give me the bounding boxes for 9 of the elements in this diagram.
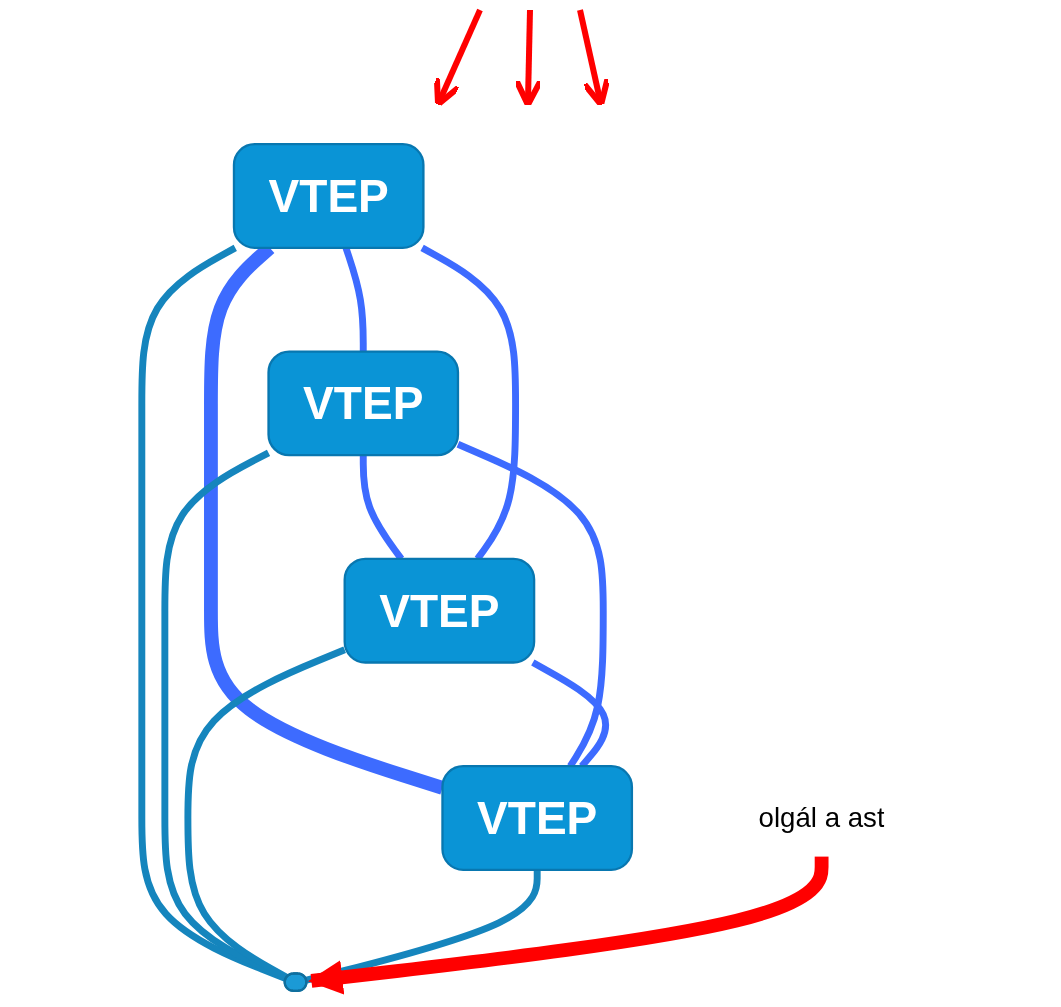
node-box: VTEP: [343, 557, 536, 664]
node-box: VTEP: [267, 350, 460, 457]
connector: [420, 244, 519, 561]
connector: [359, 455, 405, 561]
node-text: olgál a ast: [758, 801, 885, 833]
connector: [305, 869, 541, 984]
node-box: VTEP: [232, 143, 425, 250]
node-box: VTEP: [441, 765, 634, 871]
connector: [342, 246, 367, 352]
